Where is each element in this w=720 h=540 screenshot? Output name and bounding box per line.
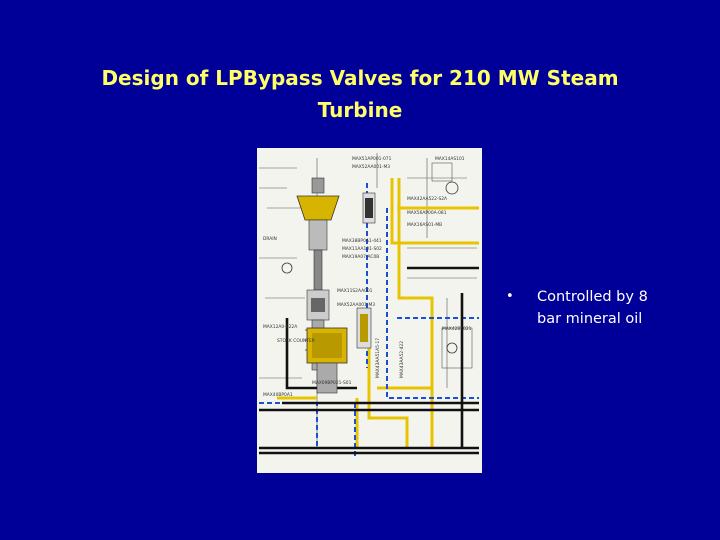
bullet-item: • Controlled by 8 bar mineral oil bbox=[506, 286, 706, 330]
tag-label: MAX14AS101 bbox=[435, 156, 465, 162]
tag-label: MAX43AA52-422 bbox=[399, 341, 405, 378]
tag-labels: MAX51AP001-071 MAX52AA001-M3 MAX14AS101 … bbox=[263, 156, 472, 398]
title-line-2: Turbine bbox=[317, 98, 403, 122]
tag-label: DRAIN bbox=[263, 236, 277, 242]
schematic-drawing: MAX51AP001-071 MAX52AA001-M3 MAX14AS101 … bbox=[259, 153, 479, 458]
tag-label: STOCK COUNTER bbox=[277, 338, 315, 344]
tag-label: MAX40BP0A1 bbox=[263, 392, 293, 398]
tag-label: MAX42BT021 bbox=[442, 326, 472, 332]
servo-valve-block bbox=[306, 307, 372, 394]
tag-label: MAX19A07-AC0B bbox=[342, 254, 379, 260]
tag-label: MAX52AA001-M3 bbox=[337, 302, 375, 308]
tag-label: MAX16AS01-MB bbox=[407, 222, 442, 228]
tag-label: MAX52AA001-M3 bbox=[352, 164, 390, 170]
tag-label: MAX09BP021-S01 bbox=[312, 380, 352, 386]
title-line-1: Design of LPBypass Valves for 210 MW Ste… bbox=[101, 66, 619, 90]
tag-label: MAX11S2AA001 bbox=[337, 288, 373, 294]
tag-label: MAX51AP001-071 bbox=[352, 156, 392, 162]
tag-label: MAX38BP0A1-441 bbox=[342, 238, 382, 244]
bullet-line-2: bar mineral oil bbox=[537, 311, 643, 327]
tag-label: MAX11AA101-S02 bbox=[342, 246, 382, 252]
slide-title: Design of LPBypass Valves for 210 MW Ste… bbox=[60, 62, 660, 126]
tag-label: MAX43AA51A5-17 bbox=[375, 338, 381, 378]
tag-label: MAX12A0-B22A bbox=[263, 324, 297, 330]
bullet-line-1: Controlled by 8 bbox=[537, 289, 648, 305]
bullet-dot-icon: • bbox=[506, 289, 514, 304]
black-pipes bbox=[259, 266, 479, 455]
tag-label: MAX42AA522-S2A bbox=[407, 196, 447, 202]
bullet-list: • Controlled by 8 bar mineral oil bbox=[506, 286, 706, 330]
tag-label: MAX56AP00A-081 bbox=[407, 210, 447, 216]
bullet-text: Controlled by 8 bar mineral oil bbox=[537, 286, 706, 330]
secondary-valve bbox=[281, 181, 459, 354]
hydraulic-schematic: MAX51AP001-071 MAX52AA001-M3 MAX14AS101 … bbox=[257, 148, 482, 473]
